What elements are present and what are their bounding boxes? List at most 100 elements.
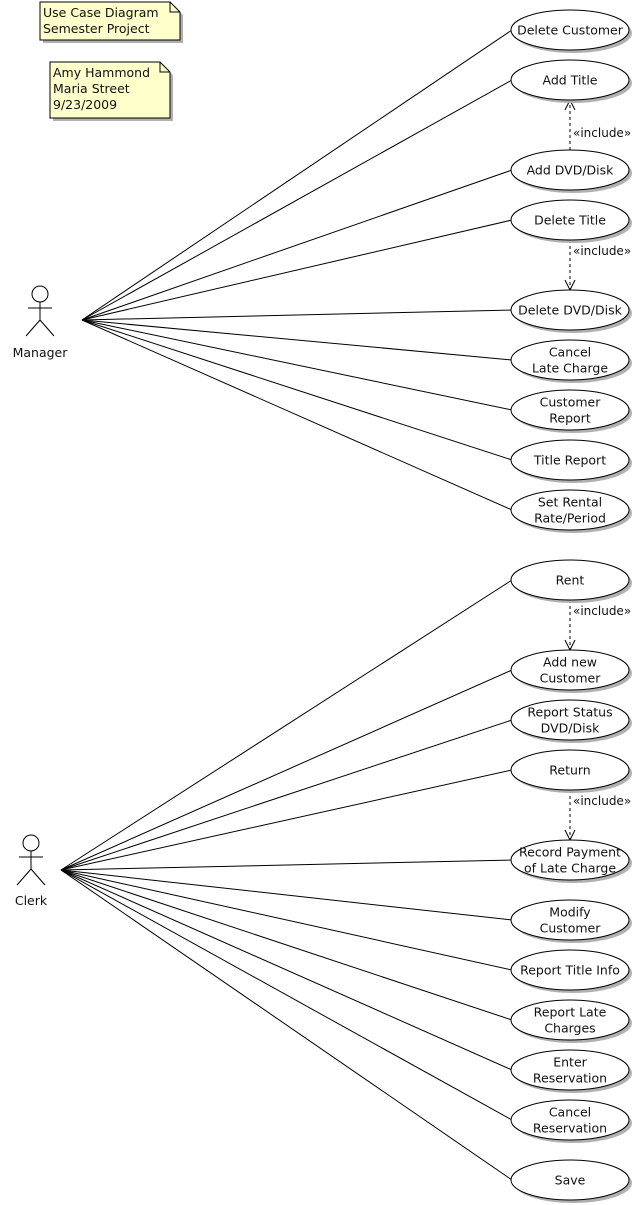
use-case-ellipse: [510, 339, 630, 381]
use-case-label: Title Report: [533, 453, 606, 468]
use-case-label: Save: [555, 1173, 586, 1188]
use-case-delete-dvd-disk[interactable]: Delete DVD/Disk: [510, 289, 632, 333]
use-case-label: of Late Charge: [524, 861, 616, 876]
association-manager-delete-dvd-disk: [81, 309, 513, 321]
use-case-label: Reservation: [533, 1071, 607, 1086]
association-clerk-rent: [60, 579, 513, 871]
association-clerk-report-title-info: [60, 869, 513, 971]
use-case-ellipse: [510, 839, 630, 881]
note-line: Use Case Diagram: [43, 5, 159, 20]
use-case-ellipse: [510, 1049, 630, 1091]
association-manager-customer-report: [81, 319, 513, 411]
use-case-rent[interactable]: Rent: [510, 559, 632, 603]
use-case-label: Rent: [556, 573, 585, 588]
association-clerk-save: [60, 869, 513, 1181]
use-case-label: Customer: [540, 921, 602, 936]
actor-manager[interactable]: Manager: [13, 285, 69, 360]
use-case-label: Report Title Info: [520, 963, 620, 978]
use-case-return[interactable]: Return: [510, 749, 632, 793]
stick-figure-icon: [16, 834, 46, 886]
use-case-report-title-info[interactable]: Report Title Info: [510, 949, 632, 993]
include-delete-title-delete-dvd-disk: «include»: [564, 240, 631, 292]
use-case-title-report[interactable]: Title Report: [510, 439, 632, 483]
note-line: Amy Hammond: [53, 65, 150, 80]
include-rent-add-new-customer: «include»: [564, 600, 631, 652]
use-case-ellipse: [510, 949, 630, 991]
use-case-label: Cancel: [549, 345, 591, 360]
association-clerk-report-status-dvd: [60, 719, 513, 871]
use-case-label: Customer: [540, 395, 602, 410]
association-clerk-return: [60, 769, 513, 871]
association-manager-delete-title: [81, 219, 513, 321]
use-case-ellipse: [510, 899, 630, 941]
association-clerk-modify-customer: [60, 869, 513, 921]
use-case-label: Add DVD/Disk: [527, 163, 615, 178]
use-case-ellipse: [510, 199, 630, 241]
use-case-label: Late Charge: [532, 361, 608, 376]
use-case-label: Cancel: [549, 1105, 591, 1120]
use-case-ellipse: [510, 999, 630, 1041]
use-case-label: Return: [549, 763, 590, 778]
use-case-ellipse: [510, 1099, 630, 1141]
association-manager-cancel-late-charge: [81, 319, 513, 361]
association-manager-title-report: [81, 319, 513, 461]
use-case-label: Delete DVD/Disk: [518, 303, 622, 318]
actor-clerk[interactable]: Clerk: [15, 834, 48, 908]
use-case-label: Delete Customer: [517, 23, 624, 38]
use-case-ellipse: [510, 559, 630, 601]
use-case-add-title[interactable]: Add Title: [510, 59, 632, 103]
use-case-delete-title[interactable]: Delete Title: [510, 199, 632, 243]
note-line: Maria Street: [53, 81, 130, 96]
use-case-label: Customer: [540, 671, 602, 686]
stick-figure-icon: [25, 285, 55, 337]
use-case-ellipse: [510, 389, 630, 431]
note-body: [39, 1, 181, 41]
include-relations: «include»«include»«include»«include»: [564, 98, 631, 842]
association-clerk-record-payment: [60, 859, 513, 871]
use-case-save[interactable]: Save: [510, 1159, 632, 1203]
use-case-label: Charges: [544, 1021, 595, 1036]
use-case-ellipse: [510, 439, 630, 481]
actor-label: Clerk: [15, 893, 48, 908]
association-clerk-report-late-charges: [60, 869, 513, 1021]
association-manager-add-dvd-disk: [81, 169, 513, 321]
use-case-label: Reservation: [533, 1121, 607, 1136]
include-label: «include»: [573, 126, 631, 140]
association-clerk-add-new-customer: [60, 669, 513, 871]
use-case-label: Add Title: [543, 73, 598, 88]
association-clerk-cancel-reservation: [60, 869, 513, 1121]
use-case-delete-customer[interactable]: Delete Customer: [510, 9, 632, 53]
note-fold-icon: [169, 2, 180, 13]
use-case-add-dvd-disk[interactable]: Add DVD/Disk: [510, 149, 632, 193]
use-case-label: Enter: [553, 1055, 587, 1070]
note-line: Semester Project: [43, 21, 150, 36]
use-case-label: Record Payment: [519, 845, 621, 860]
use-case-label: DVD/Disk: [541, 721, 600, 736]
include-add-dvd-disk-add-title: «include»: [564, 98, 631, 150]
association-lines: [60, 29, 513, 1181]
use-case-label: Set Rental: [538, 495, 602, 510]
include-label: «include»: [573, 604, 631, 618]
use-case-label: Report: [549, 411, 591, 426]
use-case-ellipse: [510, 149, 630, 191]
association-manager-delete-customer: [81, 29, 513, 321]
use-case-ellipse: [510, 9, 630, 51]
note-body: [49, 61, 171, 119]
actor-label: Manager: [13, 345, 69, 360]
